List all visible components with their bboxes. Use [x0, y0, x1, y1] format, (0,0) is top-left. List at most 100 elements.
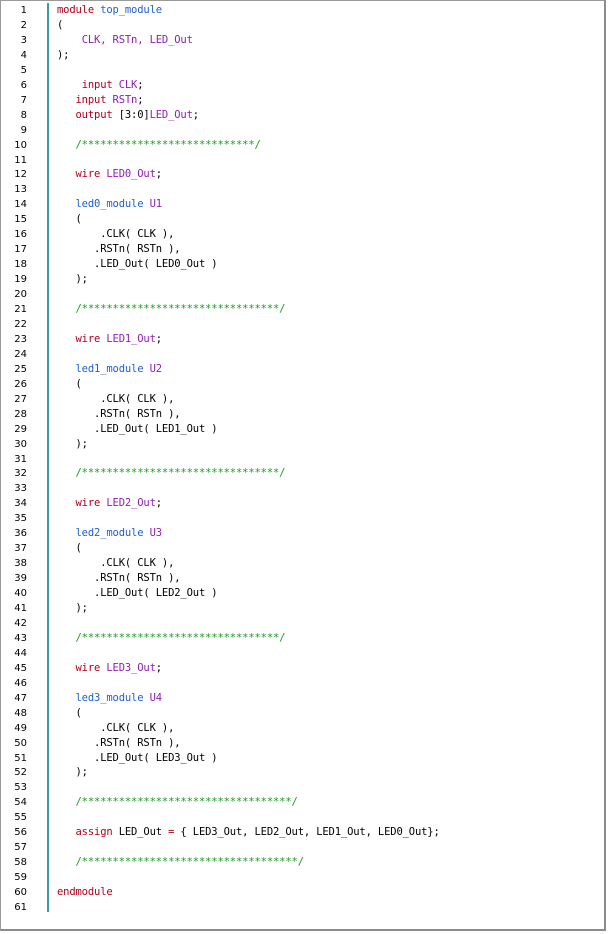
- line-source: .RSTn( RSTn ),: [57, 736, 181, 751]
- line-source: (: [57, 377, 82, 392]
- code-line: 21 /********************************/: [1, 302, 601, 317]
- code-token: .CLK( CLK ),: [57, 392, 175, 405]
- code-token: [57, 856, 76, 868]
- code-token: [57, 692, 76, 704]
- line-number: 27: [14, 393, 27, 405]
- code-line: 12 wire LED0_Out;: [1, 167, 601, 182]
- line-number: 48: [14, 707, 27, 719]
- line-source: endmodule: [57, 885, 113, 900]
- line-source: .RSTn( RSTn ),: [57, 242, 181, 257]
- line-source: led3_module U4: [57, 691, 163, 706]
- code-token: wire: [75, 332, 101, 345]
- line-number: 57: [14, 842, 27, 854]
- line-number: 61: [14, 902, 27, 913]
- line-number: 7: [20, 94, 27, 106]
- code-line: 27 .CLK( CLK ),: [1, 392, 601, 407]
- line-number: 41: [14, 603, 27, 614]
- code-line: 40 .LED_Out( LED2_Out ): [1, 586, 601, 601]
- line-number: 25: [14, 363, 27, 375]
- code-line: 52 );: [1, 765, 601, 780]
- code-token: );: [57, 48, 70, 61]
- line-number: 58: [14, 857, 27, 869]
- code-token: RSTn: [112, 93, 138, 106]
- line-number: 44: [14, 647, 27, 659]
- line-number: 32: [14, 468, 27, 480]
- code-line: 2(: [1, 18, 601, 33]
- line-number: 19: [14, 274, 27, 286]
- line-source: wire LED3_Out;: [57, 661, 163, 676]
- code-token: assign: [75, 826, 113, 839]
- code-token: led3_module: [75, 691, 144, 704]
- line-number: 20: [14, 289, 27, 301]
- code-token: ;: [192, 108, 199, 121]
- line-source: output [3:0]LED_Out;: [57, 108, 200, 123]
- code-token: .RSTn( RSTn ),: [57, 407, 181, 420]
- code-token: ;: [137, 78, 144, 91]
- code-token: [57, 79, 82, 91]
- line-number: 49: [14, 722, 27, 734]
- line-number: 13: [14, 184, 27, 196]
- line-source: wire LED2_Out;: [57, 496, 163, 511]
- line-source: (: [57, 212, 82, 227]
- code-token: led2_module: [75, 527, 144, 540]
- line-source: led1_module U2: [57, 362, 163, 377]
- code-token: [57, 34, 82, 46]
- code-token: ;: [155, 661, 162, 674]
- line-source: module top_module: [57, 3, 162, 18]
- code-token: led0_module: [75, 198, 144, 211]
- code-line: 57: [1, 840, 601, 855]
- line-source: );: [57, 765, 89, 780]
- line-number: 9: [20, 124, 27, 136]
- line-source: /********************************/: [57, 631, 286, 646]
- code-token: [57, 198, 76, 210]
- code-token: input: [75, 93, 107, 106]
- code-token: [57, 303, 76, 315]
- code-token: /********************************/: [75, 631, 286, 644]
- code-token: output: [75, 108, 113, 121]
- code-token: [57, 497, 76, 509]
- code-line: 15 (: [1, 212, 601, 227]
- code-line: 48 (: [1, 706, 601, 721]
- code-token: .RSTn( RSTn ),: [57, 736, 181, 749]
- code-token: );: [57, 602, 89, 614]
- code-line: 20: [1, 287, 601, 302]
- line-number: 11: [14, 154, 27, 166]
- code-line: 8 output [3:0]LED_Out;: [1, 108, 601, 123]
- code-token: [57, 109, 76, 121]
- code-token: [57, 632, 76, 644]
- code-token: LED2_Out: [106, 497, 156, 510]
- code-line: 50 .RSTn( RSTn ),: [1, 736, 601, 751]
- line-source: led0_module U1: [57, 197, 163, 212]
- line-number: 2: [20, 19, 27, 31]
- line-number: 42: [14, 617, 27, 629]
- code-token: .LED_Out( LED2_Out ): [57, 587, 218, 600]
- code-token: [57, 168, 76, 180]
- line-number: 53: [14, 782, 27, 794]
- code-token: (: [57, 706, 82, 719]
- line-source: );: [57, 272, 89, 287]
- line-number: 55: [14, 812, 27, 824]
- code-line: 22: [1, 317, 601, 332]
- code-token: .LED_Out( LED0_Out ): [57, 258, 218, 271]
- line-source: /**********************************/: [57, 795, 298, 810]
- line-source: .RSTn( RSTn ),: [57, 571, 181, 586]
- code-token: U3: [149, 527, 162, 540]
- code-token: (: [57, 542, 82, 555]
- code-line: 38 .CLK( CLK ),: [1, 556, 601, 571]
- line-number: 60: [14, 887, 27, 899]
- code-token: [3:0]: [112, 108, 150, 121]
- code-token: wire: [75, 661, 101, 674]
- code-line: 30 );: [1, 437, 601, 452]
- code-token: );: [57, 766, 89, 779]
- code-token: U4: [149, 691, 162, 704]
- code-line: 25 led1_module U2: [1, 362, 601, 377]
- code-line: 39 .RSTn( RSTn ),: [1, 571, 601, 586]
- line-number: 46: [14, 677, 27, 689]
- line-source: (: [57, 706, 82, 721]
- code-line: 58 /***********************************/: [1, 855, 601, 870]
- line-source: .CLK( CLK ),: [57, 721, 174, 736]
- code-token: led1_module: [75, 362, 144, 375]
- code-token: ;: [155, 497, 162, 510]
- code-line: 34 wire LED2_Out;: [1, 496, 601, 511]
